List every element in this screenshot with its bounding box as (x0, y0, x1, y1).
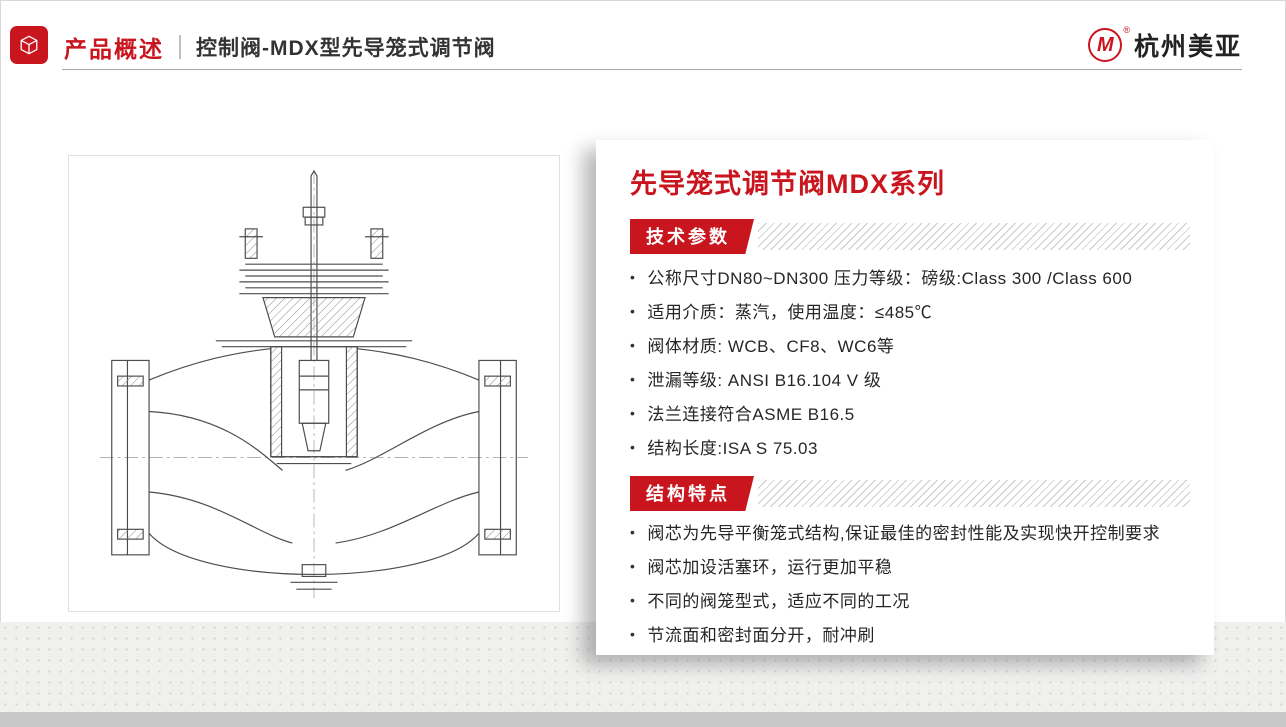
hatch-lines-decoration (758, 223, 1190, 250)
section-label: 产品概述 (64, 36, 164, 62)
page-title: 控制阀-MDX型先导笼式调节阀 (196, 37, 496, 60)
brand-name: 杭州美亚 (1133, 33, 1242, 61)
registered-mark: ® (1123, 25, 1130, 35)
hatch-lines-decoration (758, 480, 1190, 507)
features-badge: 结构特点 (630, 476, 754, 511)
bottom-gray-bar (0, 712, 1286, 727)
box-logo-icon (10, 26, 48, 64)
header-divider (179, 35, 181, 59)
list-item: 阀芯为先导平衡笼式结构,保证最佳的密封性能及实现快开控制要求 (630, 525, 1190, 543)
list-item: 适用介质：蒸汽，使用温度：≤485℃ (630, 304, 1190, 322)
list-item: 公称尺寸DN80~DN300 压力等级：磅级:Class 300 /Class … (630, 270, 1190, 288)
header-rule (62, 69, 1242, 70)
list-item: 阀芯加设活塞环，运行更加平稳 (630, 559, 1190, 577)
list-item: 结构长度:ISA S 75.03 (630, 440, 1190, 458)
brand-m-icon: M (1088, 28, 1123, 62)
list-item: 法兰连接符合ASME B16.5 (630, 406, 1190, 424)
tech-params-badge: 技术参数 (630, 219, 754, 254)
panel-title: 先导笼式调节阀MDX系列 (630, 169, 945, 199)
header: 产品概述 控制阀-MDX型先导笼式调节阀 (64, 30, 496, 64)
valve-cross-section-drawing (99, 169, 529, 598)
list-item: 泄漏等级: ANSI B16.104 V 级 (630, 372, 1190, 390)
features-list: 阀芯为先导平衡笼式结构,保证最佳的密封性能及实现快开控制要求 阀芯加设活塞环，运… (630, 525, 1190, 645)
tech-params-header: 技术参数 (630, 219, 1190, 254)
list-item: 阀体材质: WCB、CF8、WC6等 (630, 338, 1190, 356)
list-item: 不同的阀笼型式，适应不同的工况 (630, 593, 1190, 611)
tech-params-list: 公称尺寸DN80~DN300 压力等级：磅级:Class 300 /Class … (630, 270, 1190, 458)
features-header: 结构特点 (630, 476, 1190, 511)
brand-logo: M ® 杭州美亚 (1088, 25, 1242, 63)
valve-drawing-box (68, 155, 560, 612)
spec-panel: 先导笼式调节阀MDX系列 技术参数 公称尺寸DN80~DN300 压力等级：磅级… (596, 140, 1214, 655)
list-item: 节流面和密封面分开，耐冲刷 (630, 627, 1190, 645)
